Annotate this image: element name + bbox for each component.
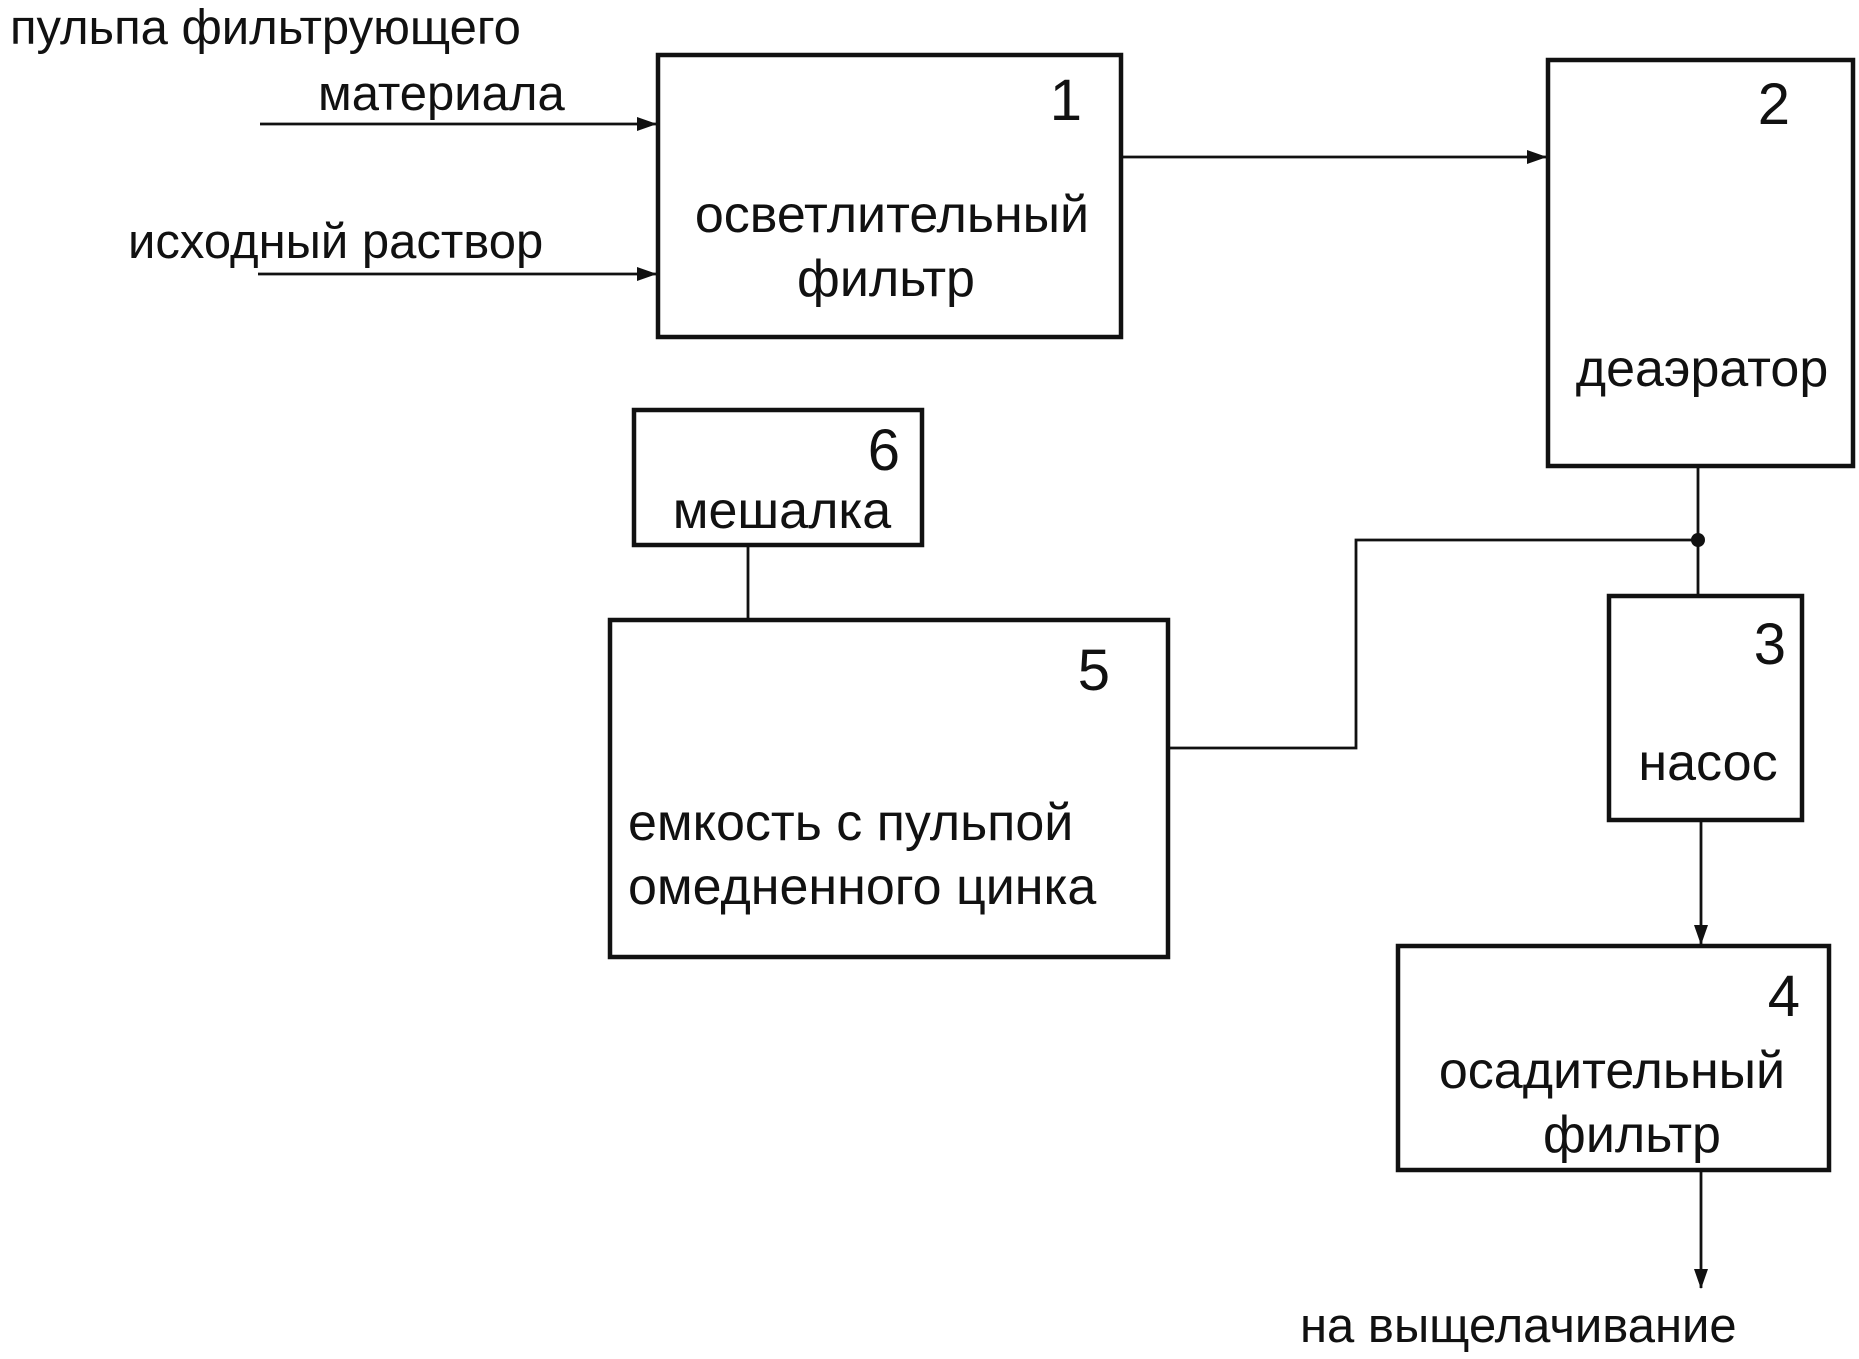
clarifying-filter-block: 1 осветлительный фильтр — [658, 55, 1121, 337]
precipitation-filter-block: 4 осадительный фильтр — [1398, 946, 1829, 1170]
deaerator-label: деаэратор — [1576, 340, 1828, 398]
deaerator-block: 2 деаэратор — [1548, 60, 1853, 466]
tank-label-line2: омедненного цинка — [628, 858, 1096, 916]
tank-label-line1: емкость с пульпой — [628, 794, 1073, 852]
mixer-number: 6 — [868, 418, 900, 483]
pump-block: 3 насос — [1609, 596, 1802, 820]
clarifying-filter-label-line1: осветлительный — [695, 186, 1089, 244]
precipitation-filter-label-line2: фильтр — [1543, 1106, 1721, 1164]
filter-pulp-label-line1: пульпа фильтрующего — [10, 1, 521, 55]
deaerator-number: 2 — [1758, 72, 1790, 137]
pump-label: насос — [1638, 734, 1777, 792]
mixer-block: 6 мешалка — [634, 410, 922, 545]
pump-number: 3 — [1754, 612, 1786, 677]
precipitation-filter-number: 4 — [1768, 964, 1800, 1029]
junction-dot — [1691, 533, 1705, 547]
leaching-output-label: на выщелачивание — [1300, 1299, 1737, 1353]
filter-pulp-label-line2: материала — [318, 67, 565, 121]
tank-block: 5 емкость с пульпой омедненного цинка — [610, 620, 1168, 957]
precipitation-filter-label-line1: осадительный — [1439, 1042, 1785, 1100]
source-solution-label: исходный раствор — [128, 215, 543, 269]
clarifying-filter-number: 1 — [1050, 68, 1082, 133]
tank-number: 5 — [1078, 638, 1110, 703]
clarifying-filter-label-line2: фильтр — [797, 250, 975, 308]
mixer-label: мешалка — [673, 482, 892, 540]
